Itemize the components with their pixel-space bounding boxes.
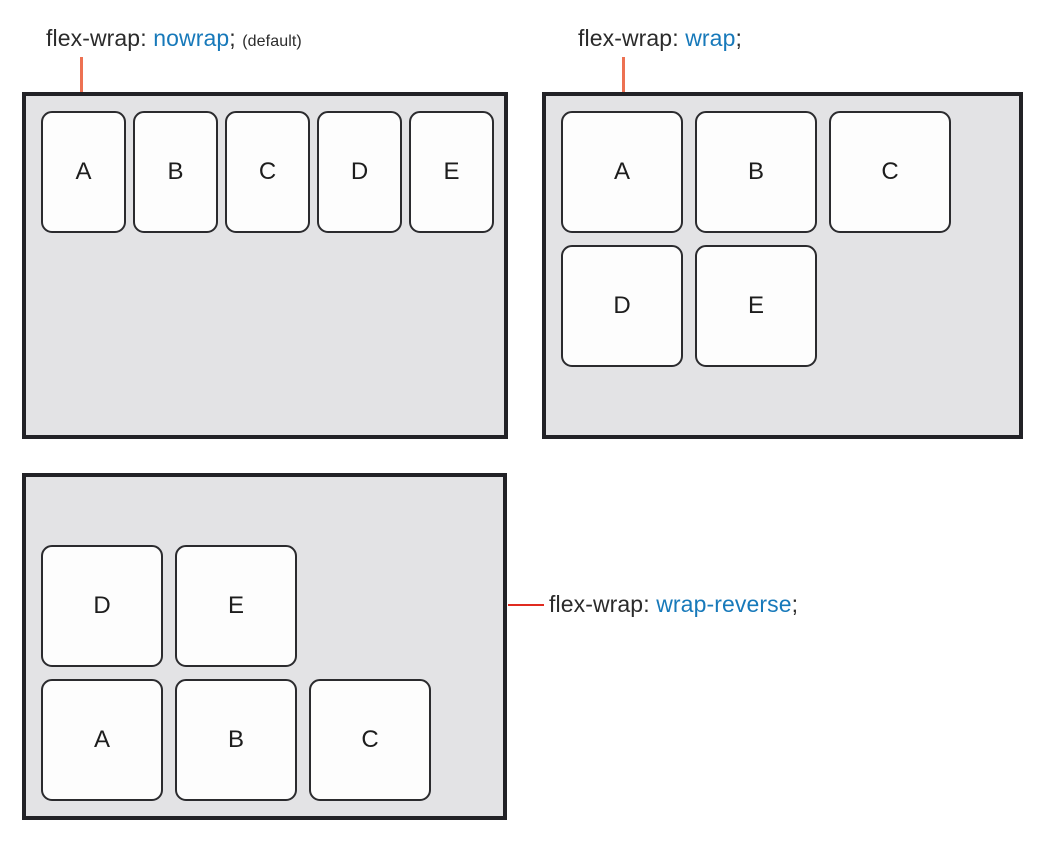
- connector-line-wrap-reverse: [508, 604, 544, 606]
- label-flex-wrap-wrap-reverse: flex-wrap: wrap-reverse;: [549, 593, 798, 616]
- label-flex-wrap-wrap: flex-wrap: wrap;: [578, 27, 742, 50]
- flex-item: D: [41, 545, 163, 667]
- label-semicolon-wrap-reverse: ;: [791, 591, 799, 617]
- flex-item: B: [695, 111, 817, 233]
- flex-item: D: [561, 245, 683, 367]
- flex-item: B: [175, 679, 297, 801]
- flex-container-wrap-reverse: A B C D E: [22, 473, 507, 820]
- flex-item: A: [41, 679, 163, 801]
- flex-item: D: [317, 111, 402, 233]
- label-value-nowrap: nowrap: [153, 25, 230, 51]
- label-flex-wrap-nowrap: flex-wrap: nowrap; (default): [46, 27, 302, 50]
- flex-item: A: [561, 111, 683, 233]
- connector-line-wrap: [622, 57, 625, 93]
- label-property-wrap-reverse: flex-wrap:: [549, 591, 650, 617]
- label-semicolon-nowrap: ;: [229, 25, 236, 51]
- label-note-nowrap: (default): [242, 33, 302, 50]
- flex-item: C: [225, 111, 310, 233]
- flex-item: E: [175, 545, 297, 667]
- connector-line-nowrap: [80, 57, 83, 93]
- label-semicolon-wrap: ;: [735, 25, 742, 51]
- flex-container-nowrap: A B C D E: [22, 92, 508, 439]
- flex-item: E: [695, 245, 817, 367]
- flex-item: C: [829, 111, 951, 233]
- flex-item: A: [41, 111, 126, 233]
- flex-container-wrap: A B C D E: [542, 92, 1023, 439]
- label-value-wrap: wrap: [685, 25, 736, 51]
- label-property-wrap: flex-wrap:: [578, 25, 679, 51]
- flex-item: C: [309, 679, 431, 801]
- label-value-wrap-reverse: wrap-reverse: [656, 591, 792, 617]
- flex-item: E: [409, 111, 494, 233]
- label-property-nowrap: flex-wrap:: [46, 25, 147, 51]
- flex-item: B: [133, 111, 218, 233]
